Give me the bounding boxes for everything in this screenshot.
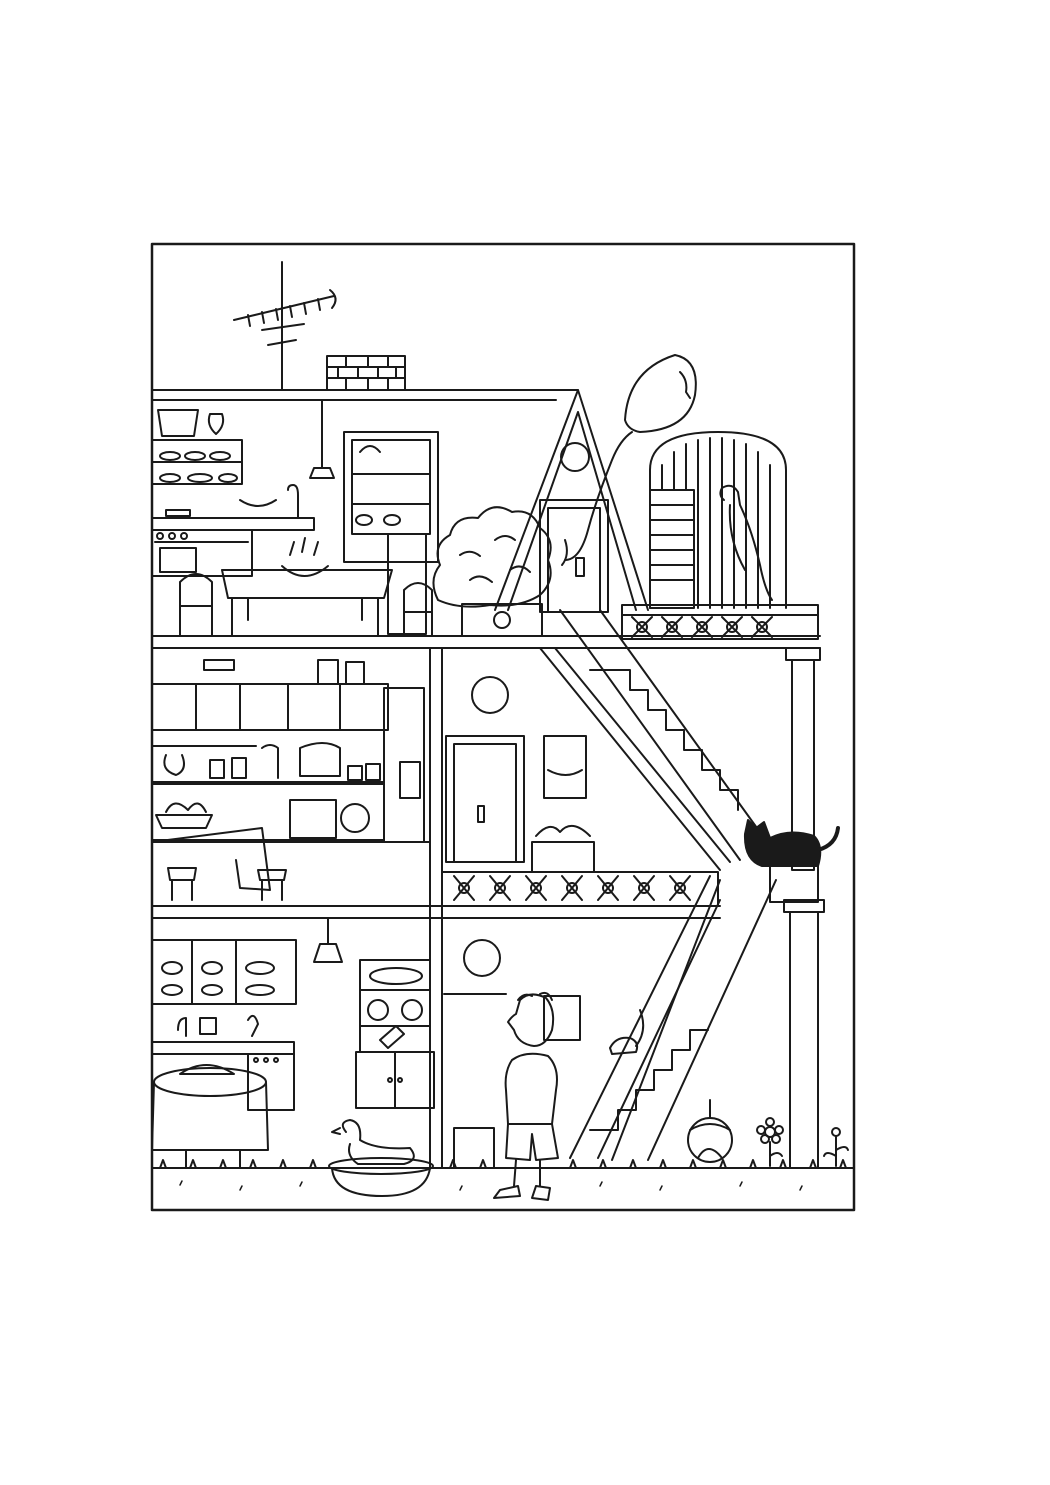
duck-icon (329, 1120, 433, 1196)
bird-cage (650, 432, 786, 608)
bottom-floor-kitchen (152, 918, 434, 1168)
bottom-hall (444, 940, 580, 1168)
beach-ball-icon (688, 1100, 732, 1162)
tv-antenna-icon (234, 262, 336, 390)
middle-floor-kitchen (152, 660, 430, 900)
chimney-icon (327, 356, 405, 390)
middle-hall (442, 677, 718, 906)
upper-staircase (560, 610, 780, 860)
balloon-icon (562, 355, 696, 565)
mouse-icon (610, 1010, 643, 1054)
house-structure (152, 390, 824, 1168)
boy-icon (494, 993, 558, 1200)
cat-icon (745, 820, 838, 902)
lower-staircase (570, 876, 776, 1160)
round-window (561, 443, 589, 471)
picture-frame (152, 244, 854, 1210)
parrot-icon (720, 486, 772, 600)
flower-icon (757, 1118, 848, 1166)
top-floor-kitchen (152, 400, 438, 636)
bush (433, 507, 550, 636)
attic-balcony-railing (622, 605, 818, 639)
ground (152, 1160, 854, 1190)
